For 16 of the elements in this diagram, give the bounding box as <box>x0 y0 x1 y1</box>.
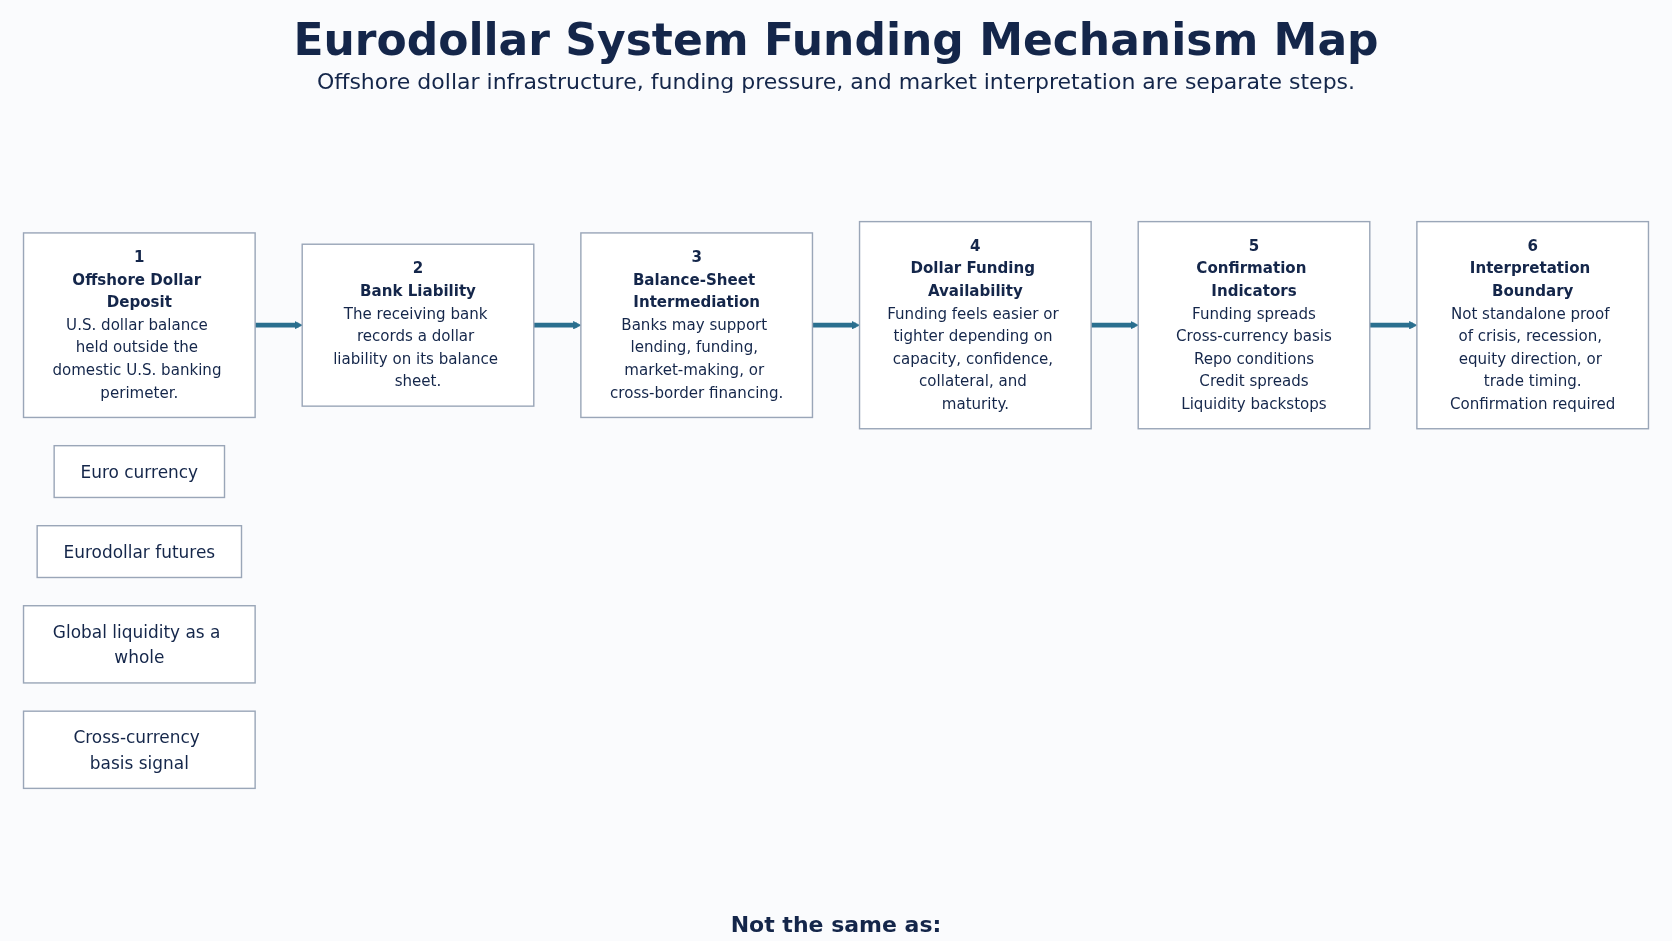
node-box: Eurodollar futures <box>36 525 243 579</box>
node-box: 3 Balance-Sheet Intermediation Banks may support lending, funding, market-making, or cross-border financing. <box>580 232 814 419</box>
node-box: 2 Bank Liability The receiving bank records a dollar liability on its balance sheet. <box>301 243 535 407</box>
node-box: 4 Dollar Funding Availability Funding feels easier or tighter depending on capacity, confidence, collateral, and maturity. <box>858 220 1092 430</box>
node-box: Cross-currency basis signal <box>22 710 256 790</box>
subtitle: Offshore dollar infrastructure, funding pressure, and market interpretation are separate steps. <box>316 69 1356 94</box>
section-heading: Not the same as: <box>730 912 942 937</box>
arrow <box>1091 321 1139 330</box>
node-box: 6 Interpretation Boundary Not standalone proof of crisis, recession, equity direction, or trade timing. Confirmation required <box>1416 220 1650 430</box>
node-box: 5 Confirmation Indicators Funding spreads Cross-currency basis Repo conditions Credit spreads Liquidity backstops <box>1137 220 1371 430</box>
arrow <box>812 321 860 330</box>
arrow <box>255 321 303 330</box>
node-box: 1 Offshore Dollar Deposit U.S. dollar balance held outside the domestic U.S. banking perimeter. <box>22 232 256 419</box>
title: Eurodollar System Funding Mechanism Map <box>293 14 1379 65</box>
node-box: Euro currency <box>53 445 226 499</box>
node-box: Global liquidity as a whole <box>22 605 256 684</box>
